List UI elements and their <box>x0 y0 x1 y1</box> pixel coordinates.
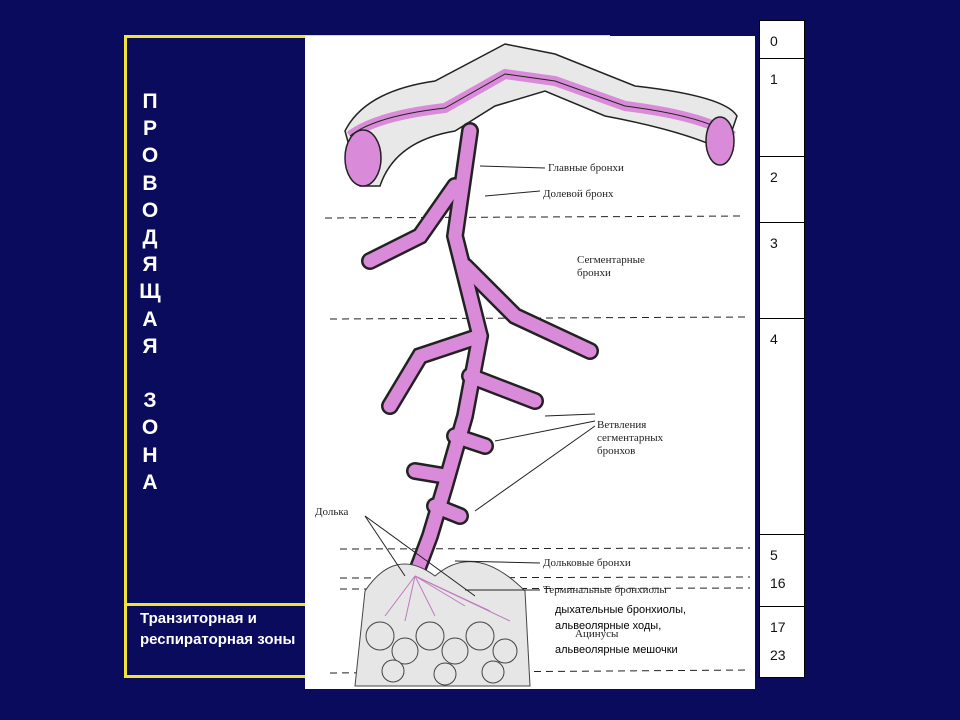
generation-cell: 0 <box>760 21 804 59</box>
label-branches-line1: Ветвления <box>597 419 647 431</box>
label-leader-lines <box>364 165 596 597</box>
generation-cell: 3 <box>760 223 804 319</box>
label-acini: Ацинусы <box>575 628 619 640</box>
generation-cell: 17 23 <box>770 619 786 663</box>
label-segmental-bronchi-line1: Сегментарные <box>577 254 645 266</box>
generation-cell: 2 <box>760 157 804 223</box>
label-lobar-bronchus: Долевой бронх <box>543 188 614 200</box>
label-alveolar-ducts: альвеолярные ходы, <box>555 620 662 632</box>
generation-table: 0 1 2 3 4 5 16 17 23 <box>759 20 805 678</box>
label-branches-line3: бронхов <box>597 445 636 457</box>
label-terminal-bronchioles: Терминальные бронхиолы <box>543 584 667 596</box>
bronchial-tree-figure: Главные бронхи Долевой бронх Сегментарны… <box>305 36 755 689</box>
trachea-and-main-bronchi <box>344 43 738 187</box>
respiratory-bronchioles <box>384 575 511 622</box>
conducting-zone-title: П Р О В О Д Я Щ А Я З О Н А <box>139 90 161 494</box>
bronchial-tree-drawing <box>324 43 751 687</box>
acini-cluster <box>354 561 531 687</box>
label-main-bronchi: Главные бронхи <box>548 162 624 174</box>
label-branches-line2: сегментарных <box>597 432 664 444</box>
generation-cell: 4 <box>760 319 804 535</box>
label-lobule: Долька <box>315 506 349 518</box>
airway-branches <box>361 122 599 585</box>
label-alveolar-sacs: альвеолярные мешочки <box>555 644 678 656</box>
generation-cell: 5 16 <box>760 535 804 607</box>
label-respiratory-bronchioles: дыхательные бронхиолы, <box>555 604 687 616</box>
label-segmental-bronchi-line2: бронхи <box>577 267 611 279</box>
label-lobular-bronchi: Дольковые бронхи <box>543 557 631 569</box>
generation-cell: 1 <box>760 59 804 157</box>
transit-respiratory-zone-label: Транзиторная и респираторная зоны <box>140 610 296 648</box>
